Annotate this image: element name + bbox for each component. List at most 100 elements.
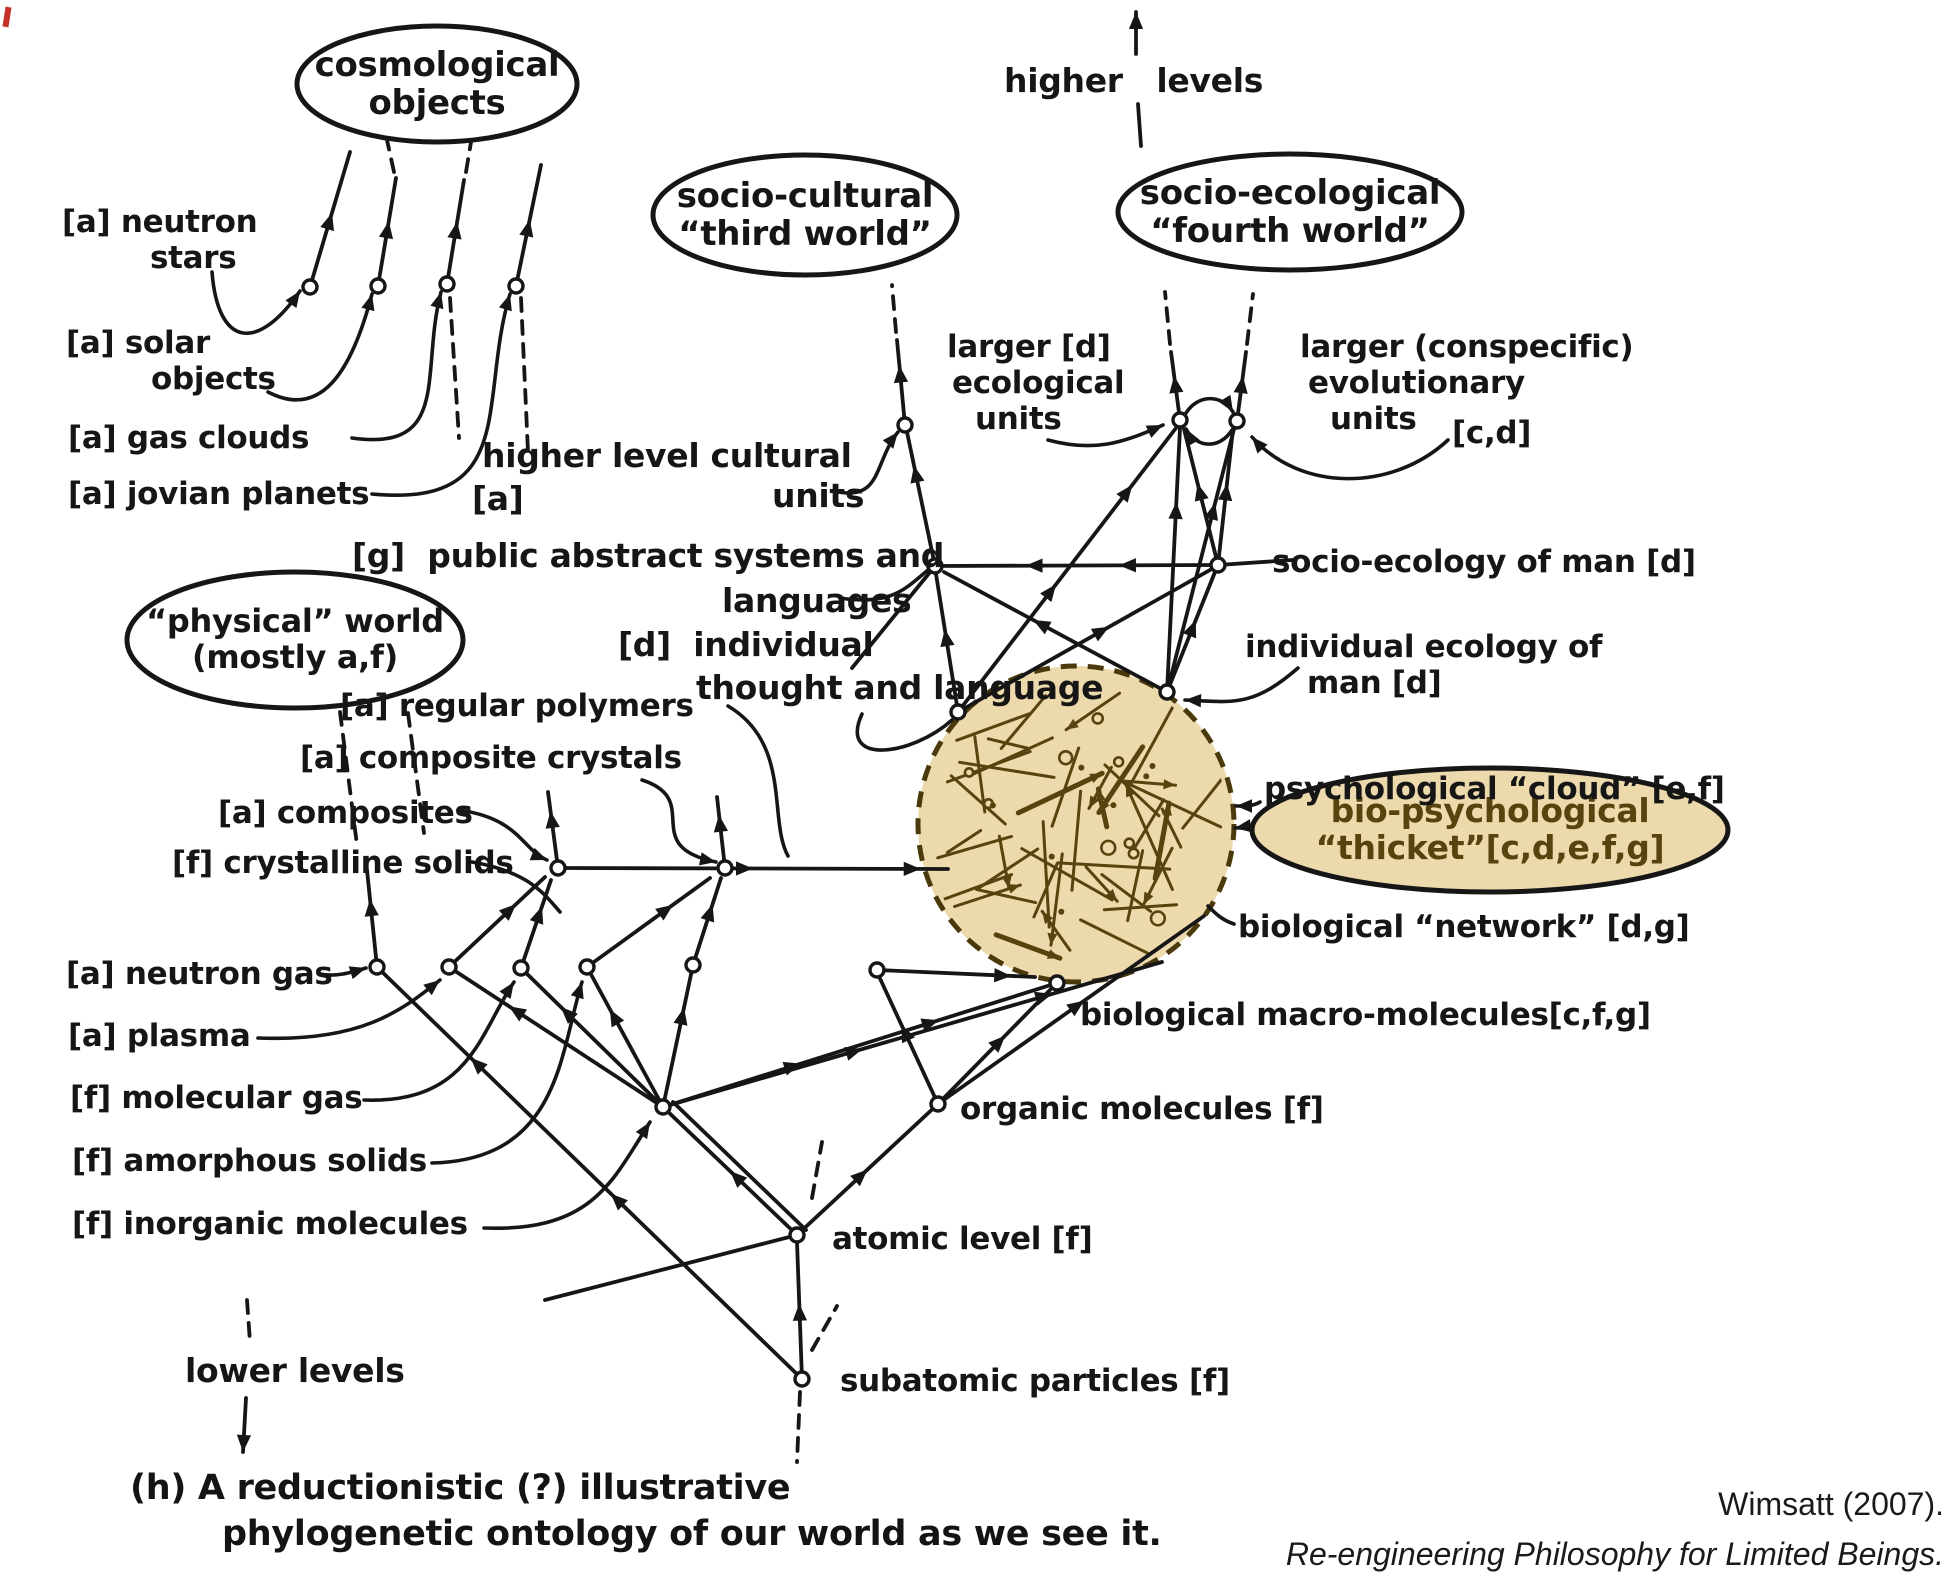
arrowhead-icon [882, 432, 898, 449]
arrowhead-icon [713, 814, 728, 833]
arrowhead-icon [285, 291, 300, 308]
evolutionary-units-arrow [1250, 435, 1450, 481]
arrowhead-icon [499, 982, 514, 1000]
arrowhead-icon [1033, 620, 1052, 635]
arrowhead-icon [348, 966, 366, 980]
citation: Wimsatt (2007). Re-engineering Philosoph… [1286, 1480, 1944, 1577]
arrowhead-icon [1046, 949, 1060, 959]
arrowhead-icon [1143, 891, 1154, 905]
arrowhead-icon [893, 365, 909, 384]
arrowhead-icon [529, 847, 547, 861]
arrowhead-icon [940, 629, 955, 648]
arrowhead-icon [850, 1169, 868, 1187]
node [926, 557, 944, 575]
arrowhead-icon [1128, 12, 1144, 29]
arrowhead-icon [1118, 558, 1136, 573]
arrowhead-icon [1066, 718, 1079, 730]
arrowhead-icon [901, 1024, 916, 1044]
arrowhead-icon [792, 1303, 808, 1321]
socio-cultural-third-world-ellipse [650, 152, 960, 278]
arrowhead-icon [609, 1009, 625, 1028]
arrowhead-icon [423, 980, 440, 996]
arrowhead-icon [1090, 626, 1110, 642]
arrowhead-icon [994, 968, 1012, 983]
arrowhead-icon [1025, 558, 1043, 573]
arrowhead-icon [1040, 584, 1057, 603]
node [868, 961, 886, 979]
node [716, 859, 734, 877]
arrowhead-icon [735, 861, 753, 876]
arrowhead-icon [570, 982, 584, 1000]
nodes [301, 275, 1246, 1388]
arrowhead-icon [1116, 484, 1133, 503]
arrowhead-icon [430, 292, 444, 310]
arrowhead-icon [508, 1006, 528, 1022]
arrowhead-icon [1186, 429, 1200, 447]
ecological-units-arrow [1046, 423, 1165, 448]
arrowhead-icon [1145, 425, 1163, 438]
arrowhead-icon [1066, 1000, 1085, 1017]
edges [236, 10, 1294, 1464]
arrowhead-icon [378, 221, 394, 240]
physical-world-ellipse [124, 569, 466, 711]
node [949, 703, 967, 721]
arrowhead-icon [447, 221, 462, 240]
arrowhead-icon [1042, 911, 1054, 924]
arrowhead-icon [903, 861, 921, 877]
amorphous-arrow [430, 980, 584, 1165]
node [1171, 411, 1189, 429]
node [793, 1370, 811, 1388]
caption-line1: (h) A reductionistic (?) illustrative [130, 1468, 791, 1508]
arrowhead-icon [1169, 375, 1184, 394]
arrowhead-icon [364, 899, 379, 917]
thicket-scribbles [936, 688, 1228, 961]
languages-tick [838, 568, 930, 602]
thought-language-tick [855, 712, 954, 752]
arrowhead-icon [1235, 819, 1252, 833]
node [654, 1098, 672, 1116]
node [684, 956, 702, 974]
node [369, 277, 387, 295]
bio-network-tick [1206, 904, 1236, 926]
figure-caption: (h) A reductionistic (?) illustrative ph… [130, 1468, 1162, 1554]
node [929, 1095, 947, 1113]
arrowhead-icon [1007, 883, 1021, 894]
citation-line1: Wimsatt (2007). [1718, 1486, 1944, 1522]
arrowhead-icon [910, 465, 925, 484]
node [507, 277, 525, 295]
arrowhead-icon [988, 1035, 1006, 1053]
arrowhead-icon [844, 1046, 863, 1061]
citation-line2: Re-engineering Philosophy for Limited Be… [1285, 1535, 1944, 1572]
arrowhead-icon [1236, 799, 1252, 813]
arrowhead-icon [1194, 483, 1209, 502]
arrowhead-icon [361, 294, 375, 312]
node [368, 958, 386, 976]
arrowhead-icon [610, 1193, 628, 1211]
node [788, 1226, 806, 1244]
arrowhead-icon [1218, 394, 1233, 412]
arrowhead-icon [545, 811, 560, 829]
molecular-gas-arrow [362, 980, 516, 1102]
arrowhead-icon [560, 1006, 578, 1024]
solar-objects-arrow [266, 292, 374, 402]
arrowhead-icon [1182, 620, 1197, 639]
arrowhead-icon [529, 906, 544, 925]
arrowhead-icon [1047, 932, 1058, 946]
node [1209, 556, 1227, 574]
arrowhead-icon [1163, 779, 1176, 790]
arrowhead-icon [920, 1018, 939, 1033]
arrowhead-icon [470, 1057, 488, 1075]
node [896, 416, 914, 434]
arrowhead-icon [635, 1122, 650, 1140]
arrowhead-icon [730, 1171, 748, 1188]
arrowhead-icon [1185, 693, 1202, 708]
arrowhead-icon [498, 294, 512, 312]
socio-ecological-fourth-world-ellipse [1115, 151, 1465, 273]
arrowhead-icon [320, 212, 335, 232]
arrowhead-icon [1105, 889, 1118, 902]
polymers-tick [726, 704, 790, 858]
node [1228, 412, 1246, 430]
node [301, 278, 319, 296]
